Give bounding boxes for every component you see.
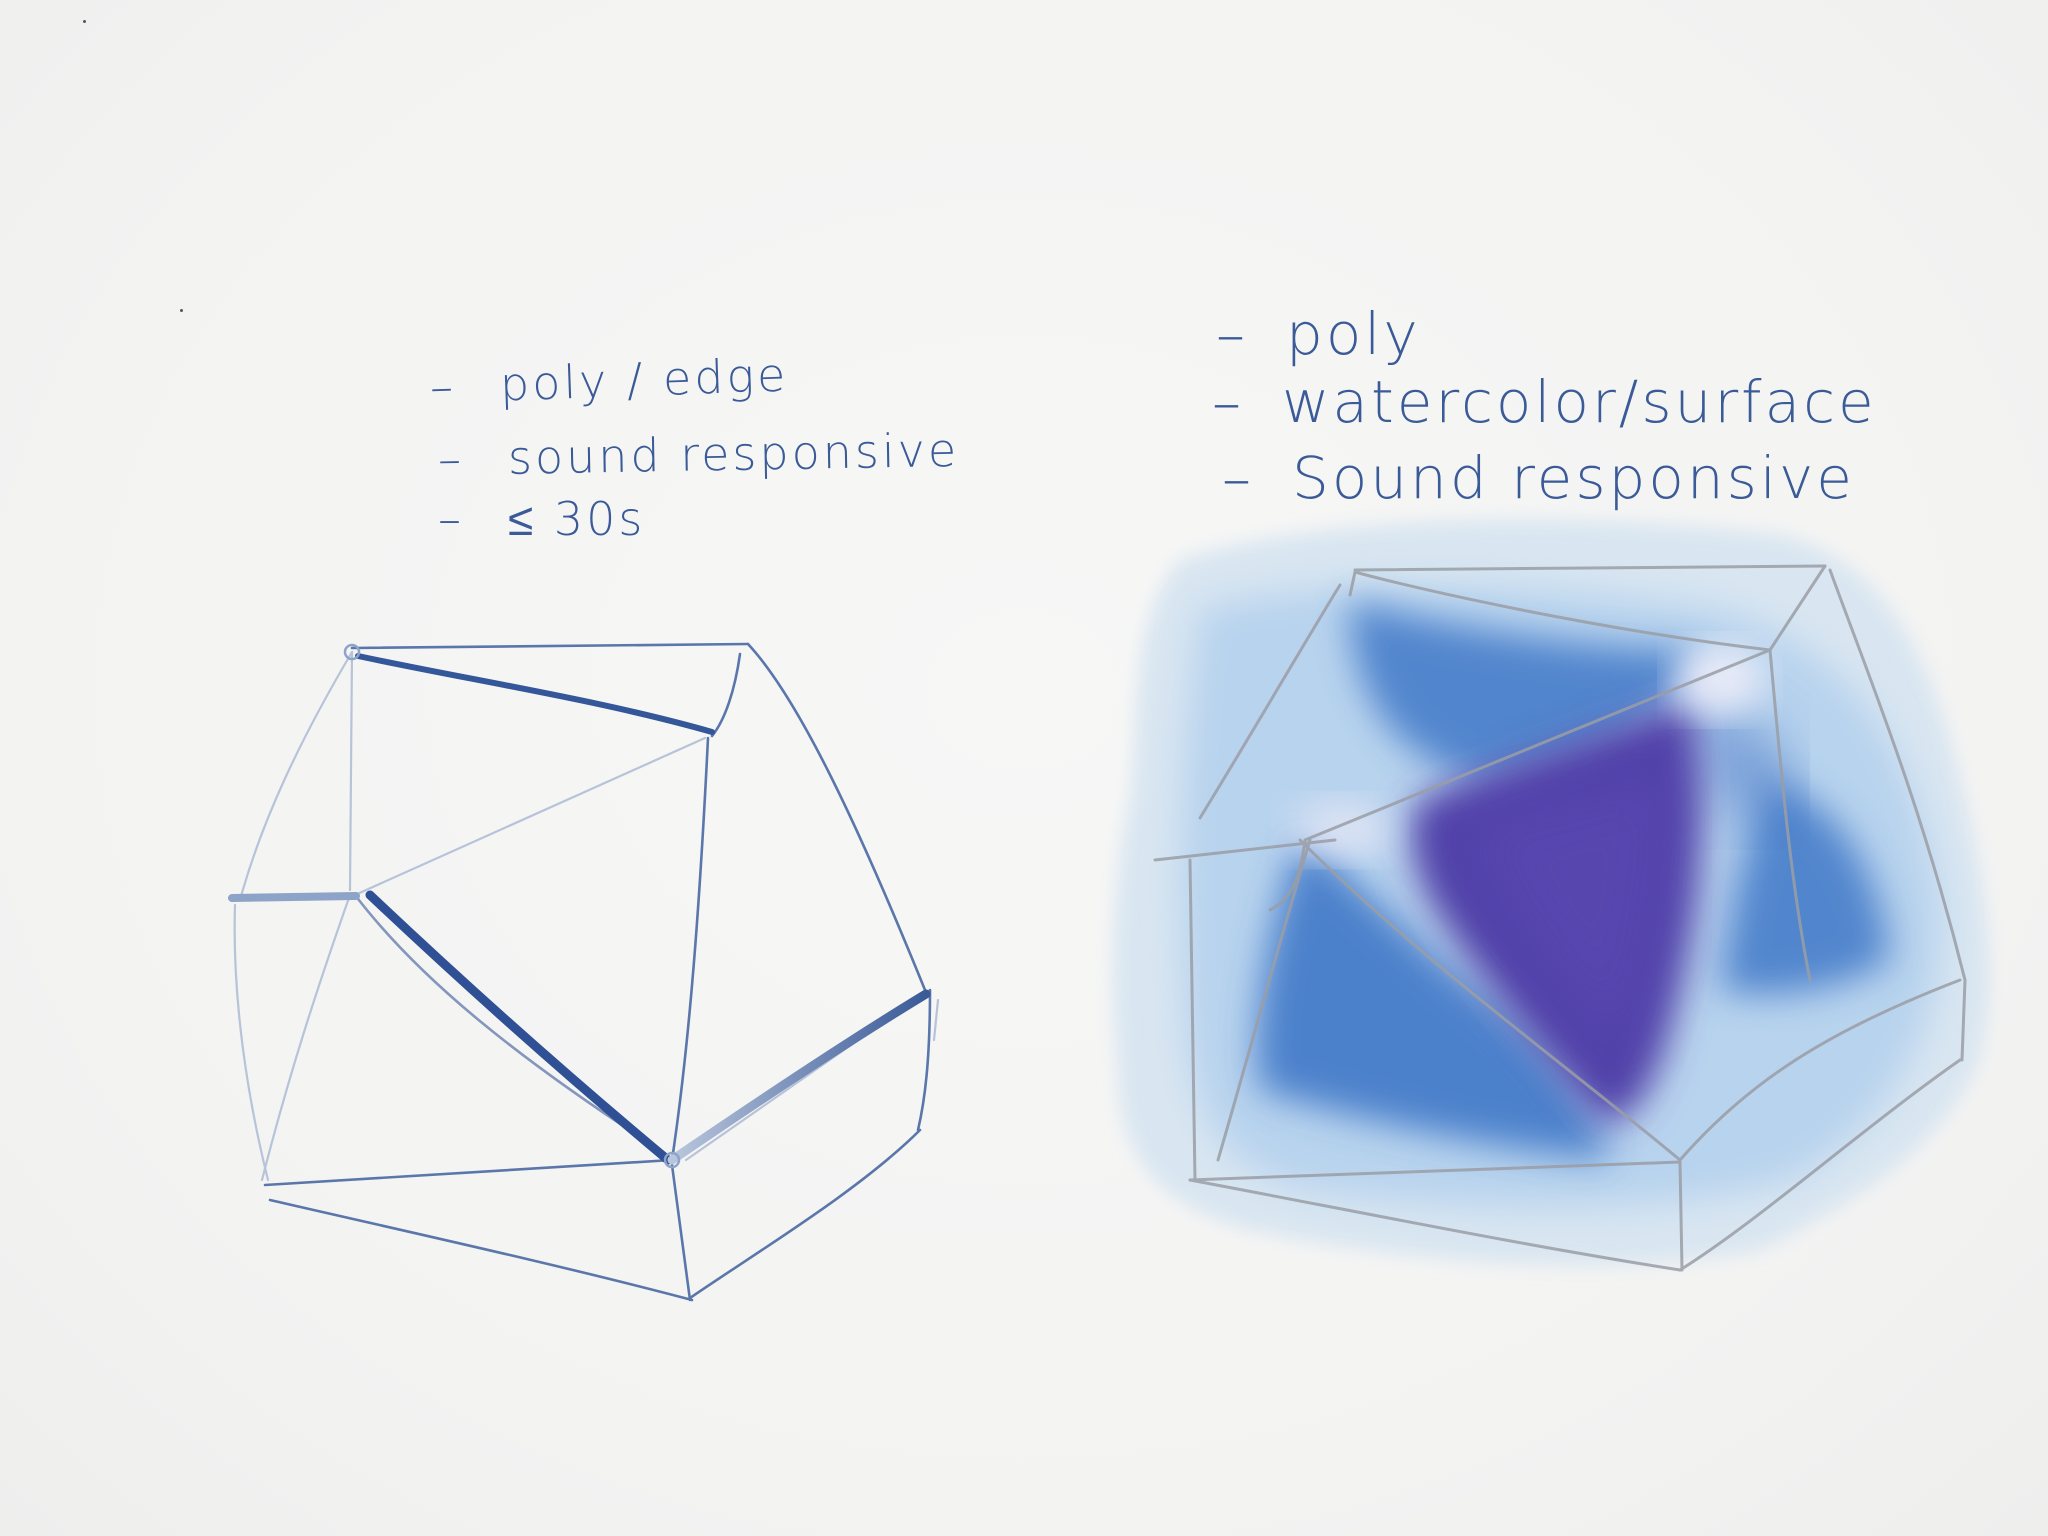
ink-dot (83, 20, 86, 23)
left-note-3: –≤ 30s (438, 492, 646, 546)
right-note-2: –watercolor/surface (1212, 368, 1877, 436)
ink-dot (180, 309, 183, 312)
left-polyhedron (228, 642, 940, 1302)
left-note-3-text: ≤ 30s (508, 492, 646, 546)
left-note-1-text: poly / edge (499, 347, 790, 412)
left-note-2-text: sound responsive (507, 422, 960, 485)
right-note-1: –poly (1216, 300, 1421, 368)
right-note-2-text: watercolor/surface (1282, 368, 1877, 436)
right-note-3-text: Sound responsive (1292, 444, 1855, 512)
right-note-3: –Sound responsive (1222, 444, 1855, 512)
right-watercolor-polyhedron (1113, 520, 1990, 1272)
left-note-2: –sound responsive (437, 422, 960, 486)
right-note-1-text: poly (1286, 300, 1421, 368)
